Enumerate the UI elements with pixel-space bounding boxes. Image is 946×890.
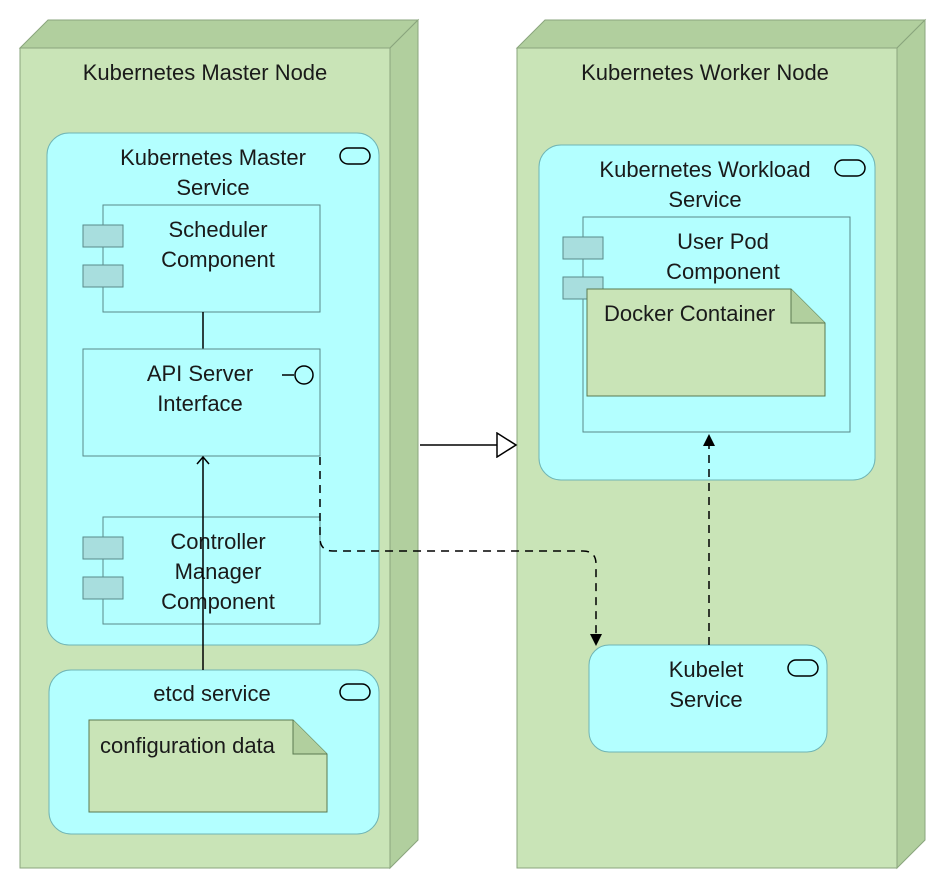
scheduler-component[interactable]: Scheduler Component: [82, 204, 321, 313]
configuration-artifact-label: configuration data: [100, 733, 276, 758]
docker-artifact-shape: [586, 288, 826, 397]
scheduler-component-box: [102, 204, 321, 313]
etcd-service-label: etcd service: [153, 681, 270, 706]
api-server-label-2: Interface: [157, 391, 243, 416]
docker-container-artifact[interactable]: Docker Container: [586, 288, 826, 397]
master-node-side: [389, 18, 419, 870]
artifact-fold-icon: [292, 720, 327, 755]
service-icon: [339, 683, 371, 701]
artifact-fold-icon: [790, 289, 825, 324]
component-tab-icon: [562, 236, 604, 260]
kubelet-service-box: [588, 644, 828, 753]
user-pod-label-2: Component: [666, 259, 780, 284]
master-service-label-1: Kubernetes Master: [120, 145, 306, 170]
kubelet-service[interactable]: Kubelet Service: [588, 644, 828, 753]
worker-node-title: Kubernetes Worker Node: [581, 60, 829, 85]
scheduler-label-2: Component: [161, 247, 275, 272]
interface-icon: [294, 365, 314, 385]
component-tab-icon: [82, 264, 124, 288]
controller-label-2: Manager: [175, 559, 262, 584]
api-server-box: [82, 348, 321, 457]
service-icon: [834, 159, 866, 177]
configuration-data-artifact[interactable]: configuration data: [88, 719, 328, 813]
worker-node-top: [515, 19, 927, 49]
master-node-title: Kubernetes Master Node: [83, 60, 328, 85]
docker-artifact-label: Docker Container: [604, 301, 775, 326]
controller-component-box: [102, 516, 321, 625]
configuration-artifact-shape: [88, 719, 328, 813]
worker-node-side: [896, 18, 926, 870]
api-server-label-1: API Server: [147, 361, 253, 386]
scheduler-label-1: Scheduler: [168, 217, 267, 242]
component-tab-icon: [82, 576, 124, 600]
workload-service-label-2: Service: [668, 187, 741, 212]
service-icon: [339, 147, 371, 165]
api-server-interface[interactable]: API Server Interface: [82, 348, 321, 457]
user-pod-label-1: User Pod: [677, 229, 769, 254]
component-tab-icon: [82, 536, 124, 560]
arrowhead-down-icon: [590, 634, 602, 646]
master-node-top: [18, 19, 420, 49]
controller-label-1: Controller: [170, 529, 265, 554]
controller-manager-component[interactable]: Controller Manager Component: [82, 516, 321, 625]
service-icon: [787, 659, 819, 677]
api-to-kubelet-connector: [319, 457, 597, 640]
arrowhead-up-icon: [703, 434, 715, 446]
controller-label-3: Component: [161, 589, 275, 614]
master-service-label-2: Service: [176, 175, 249, 200]
component-tab-icon: [82, 224, 124, 248]
kubelet-label-1: Kubelet: [669, 657, 744, 682]
workload-service-label-1: Kubernetes Workload: [599, 157, 810, 182]
kubelet-label-2: Service: [669, 687, 742, 712]
